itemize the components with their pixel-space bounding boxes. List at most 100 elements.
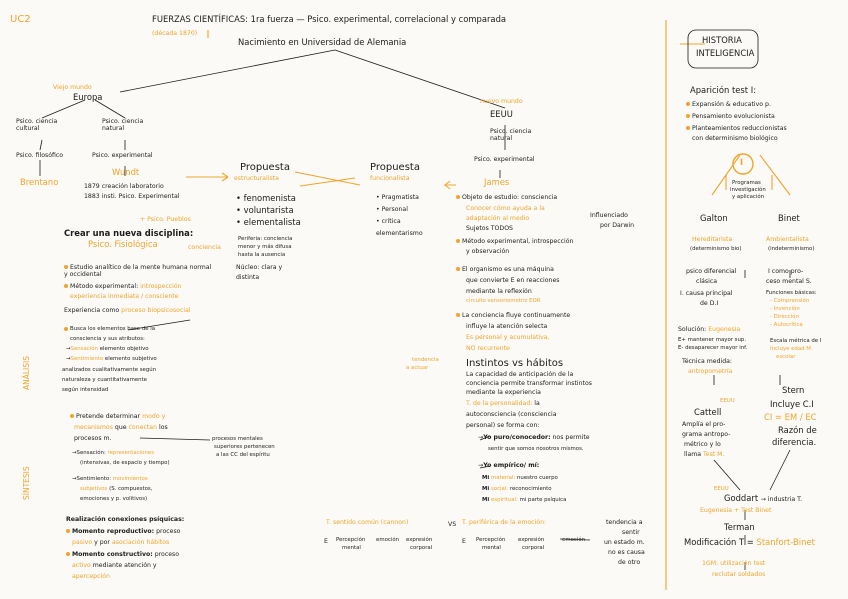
goddard-label: Goddart → industria T.	[724, 493, 803, 503]
stern-s4: diferencia.	[772, 437, 817, 447]
usa-tend2: a actuar	[406, 365, 429, 371]
usa-c2: influye la atención selecta	[466, 323, 548, 330]
binet-b2: ceso mental S.	[766, 278, 812, 285]
usa-o3: adaptación al medio	[466, 215, 530, 222]
synthesis-l6: →Sentimiento: movimientos	[72, 476, 148, 482]
emotion-percep1: Percepción	[336, 537, 366, 543]
sol-l3: E+ mantener mayor sup.	[678, 337, 747, 343]
analysis-l3: →Sensación elemento objetivo	[66, 346, 149, 352]
james-label: James	[484, 177, 510, 187]
functional-i4: elementarismo	[376, 230, 423, 237]
emotion-tend2: sentir	[622, 529, 640, 536]
realization-r5: apercepción	[72, 573, 110, 580]
structural-i2: • voluntarista	[236, 205, 294, 215]
structural-i1: • fenomenista	[236, 193, 296, 203]
europe-label: Europa	[73, 92, 103, 102]
psico-philo: Psico. filosófico	[16, 152, 64, 159]
analysis-l6: naturaleza y cuantitativamente	[62, 377, 147, 383]
emotion-vs: VS	[448, 521, 457, 528]
bullet-method: Método experimental: introspección	[64, 283, 182, 290]
esc-l3: escolar	[776, 354, 796, 360]
inst-year: 1883 insti. Psico. Experimental	[84, 193, 180, 200]
modification-label: Modificación T = Stanfort-Binet	[684, 537, 815, 547]
structural-p3: hasta la ausencia	[238, 252, 286, 258]
binet-label: Binet	[778, 213, 800, 223]
usa-m1: Método experimental, introspección	[456, 238, 573, 245]
bullet-experience: Experiencia como proceso biopsicosocial	[64, 307, 191, 314]
cattell-c2: grama antropo-	[682, 431, 731, 438]
history-title1: HISTORIA	[702, 35, 742, 45]
mi-social: Mi social: reconocimiento	[482, 486, 552, 492]
realization-r1: Momento reproductivo: proceso	[66, 528, 180, 535]
emotion-emo1: emoción	[376, 537, 400, 543]
esc-l2: Incluye edad M	[770, 346, 811, 352]
usa-c1: La conciencia fluye continuamente	[456, 312, 570, 319]
tec-label: Técnica medida:	[682, 358, 733, 365]
eugenics-test: Eugenesia + Test Binet	[700, 507, 772, 514]
prog-l3: y aplicación	[732, 194, 765, 200]
page-title: FUERZAS CIENTÍFICAS: 1ra fuerza — Psico.…	[152, 14, 507, 24]
personality-l3: personal) se forma con:	[466, 422, 540, 429]
emotion-tend1: tendencia a	[606, 519, 643, 526]
brentano-label: Brentano	[20, 177, 59, 187]
binet-b4: - Comprensión	[770, 298, 810, 304]
emotion-mental2: mental	[482, 545, 501, 551]
analysis-l2: consciencia y sus atributos:	[70, 336, 145, 342]
bullet-method-sub: experiencia inmediata / consciente	[70, 293, 179, 300]
yo-puro-desc: sentir que somos nosotros mismos.	[488, 446, 584, 452]
bullet-study: Estudio analítico de la mente humana nor…	[64, 264, 212, 278]
realization-r2: pasivo y por asociación hábitos	[72, 539, 170, 546]
emotion-mental1: mental	[342, 545, 361, 551]
stern-s3: Razón de	[778, 425, 817, 435]
history-title2: INTELIGENCIA	[696, 48, 755, 58]
realization-r4: activo mediante atención y	[72, 562, 157, 569]
analysis-l7: según intensidad	[62, 387, 109, 393]
history-h2: Pensamiento evolucionista	[686, 113, 775, 120]
stern-label: Stern	[782, 385, 805, 395]
structural-n2: distinta	[236, 274, 260, 281]
prog-l1: Programas	[732, 180, 761, 186]
synthesis-l4: →Sensación: representaciones	[72, 450, 155, 456]
usa-g2: que convierte E en reacciones	[466, 277, 560, 284]
physio-label: Psico. Fisiológica	[88, 239, 158, 249]
galton-label: Galton	[700, 213, 728, 223]
analysis-tag: ANÁLISIS	[22, 356, 31, 390]
synthesis-l7: subjetivos (S. compuestos,	[80, 486, 153, 492]
instincts-title: Instintos vs hábitos	[466, 358, 564, 369]
structural-i3: • elementalista	[236, 217, 301, 227]
galton-g4: de D.I	[700, 300, 719, 307]
synthesis-l2: mecanismos que conectan los	[74, 424, 168, 431]
mi-material: Mi material: nuestro cuerpo	[482, 475, 558, 481]
galton-g3: I. causa principal	[680, 290, 733, 297]
usa-tend1: tendencia	[412, 357, 439, 363]
structural-title: Propuesta	[240, 162, 290, 173]
instincts-l2: conciencia permite transformar instintos	[466, 380, 592, 387]
binet-b7: - Autocrítica	[770, 322, 803, 328]
usa-o1: Objeto de estudio: consciencia	[456, 194, 557, 201]
usa-label: EEUU	[490, 109, 513, 119]
synthesis-l1: Pretende determinar modo y	[70, 413, 165, 420]
synthesis-l8: emociones y p. volitivos)	[80, 496, 148, 502]
instincts-l3: mediante la experiencia	[466, 389, 541, 396]
synthesis-side1: procesos mentales	[212, 436, 263, 442]
eeuu-label: EEUU	[720, 398, 735, 404]
yo-puro: →Yo puro/conocedor: nos permite	[478, 434, 590, 441]
old-world-label: Viejo mundo	[53, 84, 92, 91]
psico-exp: Psico. experimental	[92, 152, 153, 159]
emotion-e2: E	[462, 538, 466, 545]
functional-title: Propuesta	[370, 162, 420, 173]
cattell-label: Cattell	[694, 407, 722, 417]
realization-title: Realización conexiones psíquicas:	[66, 516, 185, 523]
analysis-l5: analizados cualitativamente según	[62, 367, 157, 373]
galton-g2: clásica	[696, 278, 718, 285]
analysis-l4: →Sentimiento elemento subjetivo	[66, 356, 157, 362]
emotion-tend4: no es causa	[608, 549, 645, 556]
darwin-l2: por Darwin	[600, 222, 635, 229]
emotion-tend5: de otro	[618, 559, 641, 566]
emotion-corp2: corporal	[522, 545, 545, 551]
emotion-emo2: emoción	[562, 537, 586, 543]
mi-espiritual: Mi espiritual: mi parte psíquica	[482, 497, 567, 503]
unit-label: UC2	[10, 14, 31, 25]
structural-sub: estructuralista	[234, 175, 279, 182]
